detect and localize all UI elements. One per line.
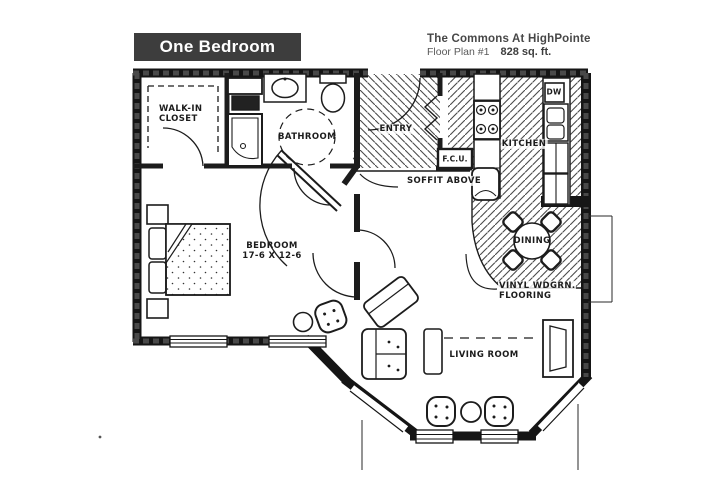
- bedroom-windows: [169, 335, 327, 348]
- loveseat: [363, 276, 419, 328]
- title-block: The Commons At HighPointe Floor Plan #1 …: [427, 33, 591, 58]
- area-value: 828 sq. ft.: [500, 46, 552, 58]
- label-living-room: LIVING ROOM: [449, 349, 519, 360]
- living-room-furniture: [361, 276, 574, 427]
- bath-cabinet: [227, 77, 263, 95]
- bay-windows: [415, 429, 519, 444]
- plan-type-banner: One Bedroom: [134, 33, 301, 61]
- dining-table: [513, 222, 551, 260]
- label-dining: DINING: [513, 235, 551, 246]
- floor-plan-number: Floor Plan #1: [427, 46, 490, 58]
- nightstand: [146, 298, 169, 319]
- sink-icon: [263, 73, 307, 103]
- bedroom-chair: [314, 299, 348, 334]
- label-fcu: F.C.U.: [442, 154, 468, 164]
- label-vinyl-flooring: VINYL WDGRN. FLOORING: [498, 280, 577, 302]
- bed: [165, 223, 231, 296]
- tv-stand: [542, 319, 574, 378]
- label-entry: ENTRY: [378, 123, 414, 135]
- sofa: [361, 328, 407, 380]
- closet-shelves: [147, 85, 219, 156]
- turning-circle: [278, 108, 336, 166]
- coffee-table: [423, 328, 443, 375]
- dining-set: [502, 211, 562, 271]
- label-bedroom: BEDROOM 17-6 X 12-6: [242, 240, 302, 261]
- scan-artifact-dot: [98, 435, 102, 439]
- site-lines: [361, 215, 613, 470]
- wall-texture: [133, 70, 589, 377]
- kitchen-fixtures: [471, 73, 571, 206]
- nightstand: [146, 204, 169, 225]
- label-dishwasher: DW: [546, 87, 562, 97]
- label-soffit-above: SOFFIT ABOVE: [405, 175, 483, 187]
- pillow: [148, 227, 167, 260]
- pillow: [148, 261, 167, 294]
- label-kitchen: KITCHEN: [500, 138, 548, 150]
- bay-chair: [484, 396, 514, 427]
- shower-icon: [227, 113, 263, 167]
- dishwasher-box: [544, 82, 565, 103]
- side-table: [292, 311, 314, 333]
- bathroom-fixtures: [227, 73, 347, 167]
- stove-icon: [473, 100, 501, 140]
- bath-cabinet-dark: [231, 95, 260, 111]
- fcu-closet: [436, 147, 474, 170]
- kitchen-sink-icon: [543, 103, 569, 142]
- property-name: The Commons At HighPointe: [427, 33, 591, 45]
- soffit-line: [352, 170, 470, 188]
- bay-chair: [426, 396, 456, 427]
- toilet-icon: [319, 73, 347, 113]
- label-bathroom: BATHROOM: [278, 131, 336, 142]
- plan-type-label: One Bedroom: [159, 37, 276, 56]
- bedroom-furniture: [146, 204, 348, 334]
- door-arcs: [162, 77, 439, 298]
- bay-round-table: [460, 401, 482, 423]
- bay-angled-windows: [349, 382, 585, 433]
- label-walk-in-closet: WALK-IN CLOSET: [159, 103, 203, 124]
